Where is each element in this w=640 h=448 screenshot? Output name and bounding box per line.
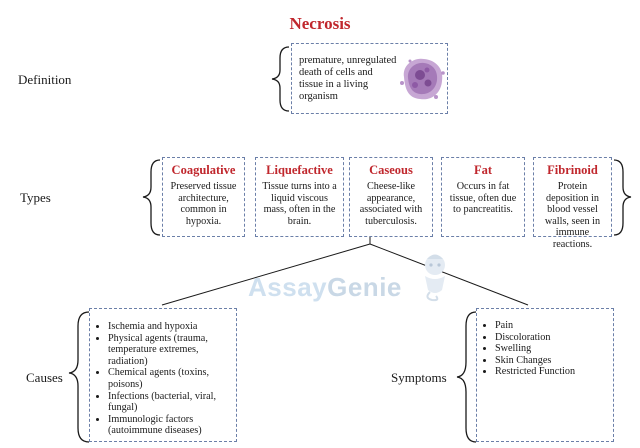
type-description: Tissue turns into a liquid viscous mass,… xyxy=(262,181,337,227)
type-name: Coagulative xyxy=(171,163,236,177)
list-item: Ischemia and hypoxia xyxy=(108,321,230,333)
causes-box: Ischemia and hypoxia Physical agents (tr… xyxy=(89,308,237,442)
type-name: Liquefactive xyxy=(266,163,333,177)
type-name: Fat xyxy=(473,163,493,177)
list-item: Swelling xyxy=(495,343,607,355)
label-types: Types xyxy=(20,190,51,205)
watermark: AssayGenie xyxy=(248,272,402,303)
causes-list: Ischemia and hypoxia Physical agents (tr… xyxy=(94,321,230,437)
type-name: Caseous xyxy=(369,163,413,177)
type-description: Protein deposition in blood vessel walls… xyxy=(544,181,601,250)
type-box-liquefactive: Liquefactive Tissue turns into a liquid … xyxy=(255,157,344,237)
type-box-fibrinoid: Fibrinoid Protein deposition in blood ve… xyxy=(533,157,612,250)
causes-brace xyxy=(68,311,90,443)
watermark-part1: Assay xyxy=(248,272,328,302)
list-item: Infections (bacterial, viral, fungal) xyxy=(108,391,230,414)
type-description: Occurs in fat tissue, often due to pancr… xyxy=(449,181,517,215)
list-item: Physical agents (trauma, temperature ext… xyxy=(108,333,230,368)
symptoms-connector-line xyxy=(369,243,529,306)
types-left-brace xyxy=(142,159,161,236)
list-item: Restricted Function xyxy=(495,366,607,378)
type-description: Preserved tissue architecture, common in… xyxy=(170,181,237,227)
diagram-title: Necrosis xyxy=(289,14,351,33)
type-description: Cheese-like appearance, associated with … xyxy=(359,181,423,227)
type-box-fat: Fat Occurs in fat tissue, often due to p… xyxy=(441,157,525,237)
list-item: Discoloration xyxy=(495,332,607,344)
definition-text: premature, unregulated death of cells an… xyxy=(299,55,397,102)
label-causes: Causes xyxy=(26,370,63,385)
watermark-part2: Genie xyxy=(327,272,402,302)
type-box-coagulative: Coagulative Preserved tissue architectur… xyxy=(162,157,245,237)
type-box-caseous: Caseous Cheese-like appearance, associat… xyxy=(349,157,433,237)
list-item: Chemical agents (toxins, poisons) xyxy=(108,367,230,390)
list-item: Pain xyxy=(495,320,607,332)
symptoms-list: Pain Discoloration Swelling Skin Changes… xyxy=(481,320,607,378)
symptoms-box: Pain Discoloration Swelling Skin Changes… xyxy=(476,308,614,442)
types-right-brace xyxy=(613,159,632,236)
list-item: Immunologic factors (autoimmune diseases… xyxy=(108,414,230,437)
genie-mascot-icon xyxy=(425,254,445,302)
definition-brace xyxy=(271,46,290,112)
type-name: Fibrinoid xyxy=(547,163,598,177)
list-item: Skin Changes xyxy=(495,355,607,367)
causes-connector-line xyxy=(161,243,371,306)
label-symptoms: Symptoms xyxy=(391,370,447,385)
necrotic-cell-icon xyxy=(400,58,445,100)
label-definition: Definition xyxy=(18,72,72,87)
symptoms-brace xyxy=(456,311,477,443)
